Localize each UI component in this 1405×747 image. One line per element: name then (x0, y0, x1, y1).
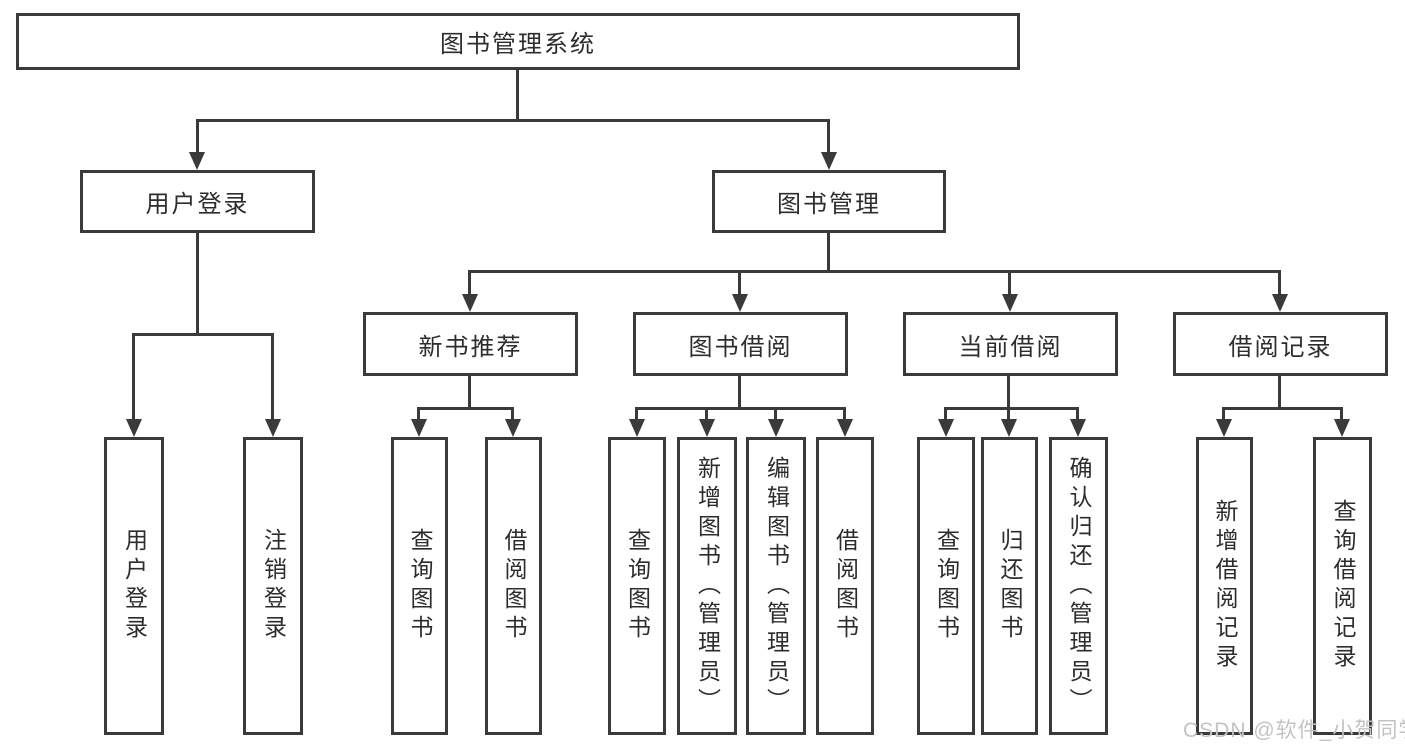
connector-line (1222, 407, 1225, 419)
leaf-user-login: 用户登录 (104, 437, 164, 735)
connector-line (1008, 270, 1011, 294)
connector-line (132, 333, 274, 336)
arrow-down-icon (189, 152, 205, 170)
arrow-down-icon (699, 419, 715, 437)
arrow-down-icon (1216, 419, 1232, 437)
connector-line (196, 233, 199, 336)
arrow-down-icon (629, 419, 645, 437)
connector-line (196, 119, 199, 154)
connector-line (132, 333, 135, 419)
arrow-down-icon (126, 419, 142, 437)
node-root-library-system: 图书管理系统 (16, 13, 1020, 70)
arrow-down-icon (732, 294, 748, 312)
connector-line (1076, 407, 1079, 419)
arrow-down-icon (837, 419, 853, 437)
connector-line (705, 407, 708, 419)
connector-line (468, 270, 471, 294)
connector-line (1007, 407, 1010, 419)
connector-line (738, 376, 741, 410)
arrow-down-icon (462, 294, 478, 312)
connector-line (827, 119, 830, 154)
connector-line (468, 270, 1281, 273)
connector-line (516, 70, 519, 122)
leaf-edit-books-admin: 编辑图书（管理员） (746, 437, 806, 735)
leaf-confirm-return-admin: 确认归还（管理员） (1049, 437, 1108, 735)
node-user-login: 用户登录 (80, 170, 315, 233)
leaf-query-books-recommend: 查询图书 (391, 437, 448, 735)
arrow-down-icon (1001, 419, 1017, 437)
leaf-query-books-borrow: 查询图书 (608, 437, 666, 735)
connector-line (1278, 270, 1281, 294)
connector-line (196, 119, 830, 122)
arrow-down-icon (1272, 294, 1288, 312)
connector-line (827, 233, 830, 273)
connector-line (417, 407, 420, 419)
leaf-add-books-admin: 新增图书（管理员） (677, 437, 737, 735)
connector-line (511, 407, 514, 419)
node-book-borrow: 图书借阅 (633, 312, 848, 376)
connector-line (1278, 376, 1281, 410)
node-current-borrow: 当前借阅 (903, 312, 1118, 376)
leaf-borrow-books: 借阅图书 (816, 437, 874, 735)
connector-line (1222, 407, 1343, 410)
connector-line (1007, 376, 1010, 410)
arrow-down-icon (938, 419, 954, 437)
connector-line (774, 407, 777, 419)
connector-line (944, 407, 947, 419)
arrow-down-icon (821, 152, 837, 170)
csdn-watermark: CSDN @软件_小贺同学 (1183, 719, 1405, 742)
leaf-query-books-current: 查询图书 (917, 437, 975, 735)
leaf-add-borrow-record: 新增借阅记录 (1196, 437, 1253, 735)
leaf-return-books: 归还图书 (981, 437, 1038, 735)
arrow-down-icon (1070, 419, 1086, 437)
connector-line (738, 270, 741, 294)
arrow-down-icon (1334, 419, 1350, 437)
arrow-down-icon (768, 419, 784, 437)
connector-line (271, 333, 274, 419)
node-book-management: 图书管理 (712, 170, 946, 233)
connector-line (635, 407, 846, 410)
arrow-down-icon (505, 419, 521, 437)
arrow-down-icon (411, 419, 427, 437)
connector-line (468, 376, 471, 410)
leaf-borrow-books-recommend: 借阅图书 (485, 437, 542, 735)
arrow-down-icon (265, 419, 281, 437)
connector-line (417, 407, 514, 410)
connector-line (635, 407, 638, 419)
connector-line (944, 407, 1079, 410)
leaf-logout: 注销登录 (243, 437, 303, 735)
arrow-down-icon (1002, 294, 1018, 312)
leaf-query-borrow-record: 查询借阅记录 (1313, 437, 1372, 735)
connector-line (1340, 407, 1343, 419)
node-new-book-recommend: 新书推荐 (363, 312, 578, 376)
connector-line (843, 407, 846, 419)
node-borrow-records: 借阅记录 (1173, 312, 1388, 376)
